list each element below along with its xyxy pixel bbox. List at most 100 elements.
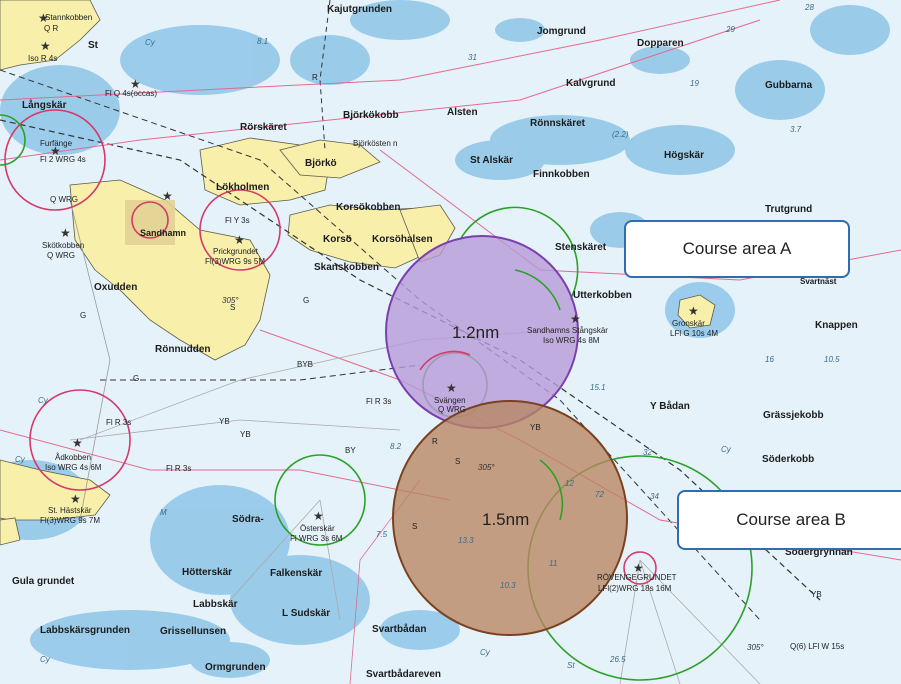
star-icon: ★: [130, 77, 141, 91]
label-fl-q: Fl Q 4s(occas): [105, 89, 157, 98]
label-g-1: G: [133, 374, 139, 383]
label-rorskaret: Rörskäret: [240, 122, 287, 133]
label-svartnast: Svartnäst: [800, 277, 837, 286]
star-icon: ★: [446, 381, 457, 395]
depth-label: Cy: [721, 445, 732, 454]
bearing-label: 305°: [747, 643, 764, 652]
star-icon: ★: [72, 436, 83, 450]
label-kajutgrunden: Kajutgrunden: [327, 4, 392, 15]
label-stenskaret: Stenskäret: [555, 242, 607, 253]
star-icon: ★: [38, 11, 49, 25]
depth-label: (2.2): [612, 130, 629, 139]
label-finnkobben: Finnkobben: [533, 169, 590, 180]
course-area-circles[interactable]: [385, 235, 628, 636]
label-st-alskar: St Alskär: [470, 155, 513, 166]
star-icon: ★: [313, 509, 324, 523]
label-falkenskar: Falkenskär: [270, 568, 322, 579]
label-korso: Korsö: [323, 234, 352, 245]
label-alsten: Alsten: [447, 107, 478, 118]
star-icon: ★: [60, 226, 71, 240]
label-labbskar: Labbskär: [193, 599, 238, 610]
label-r-2: R: [432, 437, 438, 446]
label-q-wrg-small: Q WRG: [50, 195, 78, 204]
depth-label: 15.1: [590, 383, 606, 392]
depth-label: 34: [650, 492, 659, 501]
label-sodergrynnan: Södergrynnan: [785, 547, 853, 558]
depth-label: 13.3: [458, 536, 474, 545]
depth-label: 10.3: [500, 581, 516, 590]
label-skanskobben: Skanskobben: [314, 262, 379, 273]
label-yb-3: YB: [811, 590, 822, 599]
label-byb: BYB: [297, 360, 313, 369]
depth-label: St: [567, 661, 575, 670]
label-labbskarsgrunden: Labbskärsgrunden: [40, 625, 130, 636]
label-rovengegrundet: RÖVENGEGRUNDET: [597, 573, 677, 582]
label-oxudden: Oxudden: [94, 282, 137, 293]
depth-label: 12: [565, 479, 574, 488]
chart-labels: Stannkobben Q R St Iso R 4s Långskär Fl …: [12, 3, 858, 680]
depth-label: 8.2: [390, 442, 402, 451]
label-soderkobb: Söderkobb: [762, 454, 814, 465]
star-icon: ★: [70, 492, 81, 506]
label-korsokobben: Korsökobben: [336, 202, 400, 213]
label-bjorkosten: Björkösten n: [353, 139, 397, 148]
depth-label: 16: [765, 355, 774, 364]
label-hastskar: St. Hästskär: [48, 506, 92, 515]
label-hotterskar: Hötterskär: [182, 567, 232, 578]
label-dopparen: Dopparen: [637, 38, 684, 49]
depth-label: 31: [468, 53, 477, 62]
label-skotkobben: Skötkobben: [42, 241, 84, 250]
star-icon: ★: [633, 561, 644, 575]
label-osterskar-light: Fl WRG 3s 6M: [290, 534, 343, 543]
label-r-1: R: [312, 73, 318, 82]
label-stannkobben: Stannkobben: [45, 13, 92, 22]
label-g-2: G: [80, 311, 86, 320]
depth-label: 19: [690, 79, 699, 88]
course-area-b-callout[interactable]: Course area B: [677, 490, 901, 550]
label-hogskar: Högskär: [664, 150, 704, 161]
star-icon: ★: [234, 233, 245, 247]
depth-label: 29: [725, 25, 735, 34]
depth-label: 7.5: [376, 530, 388, 539]
star-icon: ★: [688, 304, 699, 318]
course-area-a-callout[interactable]: Course area A: [624, 220, 850, 278]
star-icon: ★: [162, 189, 173, 203]
course-circle-b[interactable]: [392, 400, 628, 636]
label-fl-r-3: Fl R 3s: [166, 464, 191, 473]
label-ronnskaret: Rönnskäret: [530, 118, 586, 129]
label-gubbarna: Gubbarna: [765, 80, 813, 91]
label-adkobben-light: Iso WRG 4s 6M: [45, 463, 102, 472]
course-circle-b-radius-label: 1.5nm: [482, 510, 529, 529]
label-s-3: S: [455, 457, 460, 466]
depth-label: Cy: [145, 38, 156, 47]
label-fl-y: Fl Y 3s: [225, 216, 250, 225]
label-langskar: Långskär: [22, 99, 67, 111]
label-bjorko: Björkö: [305, 158, 337, 169]
course-area-a-label: Course area A: [682, 239, 792, 258]
bearing-label: 305°: [478, 463, 495, 472]
depth-label: Cy: [480, 648, 491, 657]
label-l-sudskar: L Sudskär: [282, 608, 330, 619]
label-yb-2: YB: [530, 423, 541, 432]
label-svangen-light: Q WRG: [438, 405, 466, 414]
label-yb-4: YB: [240, 430, 251, 439]
label-st: St: [88, 40, 99, 51]
label-hastskar-light: Fl(3)WRG 9s 7M: [40, 516, 100, 525]
course-circle-a-radius-label: 1.2nm: [452, 323, 499, 342]
bearing-label: 305°: [222, 296, 239, 305]
label-kalvgrund: Kalvgrund: [566, 78, 615, 89]
label-stangskar: Sandhamns Stångskär: [527, 326, 608, 335]
label-rovengegrundet-light: LFl(2)WRG 18s 16M: [598, 584, 672, 593]
depth-label: Cy: [38, 396, 49, 405]
label-osterskar: Österskär: [300, 524, 335, 533]
label-svartbadareven: Svartbådareven: [366, 668, 441, 680]
depth-label: 28: [804, 3, 814, 12]
label-s-2: S: [412, 522, 417, 531]
label-sandhamn: Sandhamn: [140, 228, 186, 238]
label-prickgrundet: Prickgrundet: [213, 247, 259, 256]
depth-label: 8.1: [257, 37, 268, 46]
star-icon: ★: [570, 312, 581, 326]
label-grassjekobb: Grässjekobb: [763, 410, 824, 421]
label-q-r: Q R: [44, 24, 58, 33]
